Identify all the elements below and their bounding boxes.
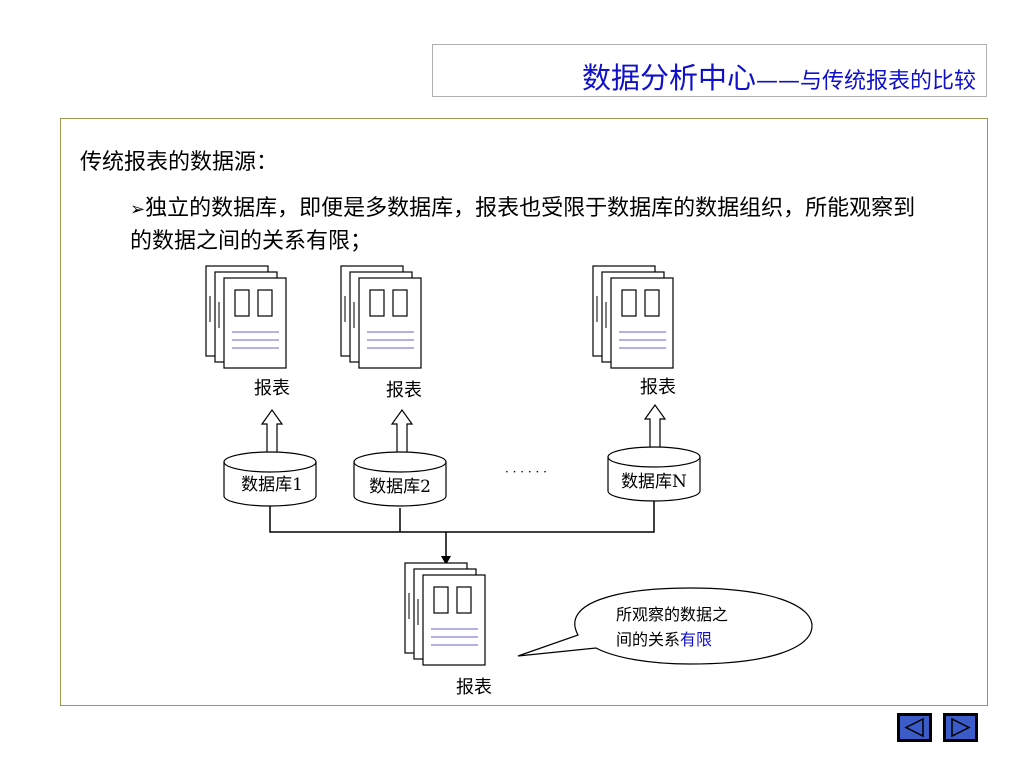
callout-highlight: 有限 bbox=[680, 630, 712, 649]
up-arrow-icon bbox=[261, 409, 283, 455]
database-label-1: 数据库1 bbox=[241, 475, 303, 495]
bullet-arrow-icon: ➢ bbox=[130, 199, 146, 220]
report-label-bottom: 报表 bbox=[456, 677, 492, 698]
ellipsis: · · · · · · bbox=[505, 465, 547, 479]
up-arrow-icon bbox=[391, 409, 413, 455]
callout-bubble: 所观察的数据之 间的关系有限 bbox=[517, 587, 813, 665]
section-heading: 传统报表的数据源： bbox=[80, 150, 279, 175]
connector-line bbox=[269, 501, 655, 533]
database-label-n: 数据库N bbox=[621, 472, 687, 492]
database-label-2: 数据库2 bbox=[369, 477, 431, 497]
report-doc-n bbox=[592, 265, 674, 369]
up-arrow-icon bbox=[644, 404, 666, 450]
bullet-point: ➢独立的数据库，即便是多数据库，报表也受限于数据库的数据组织，所能观察到的数据之… bbox=[130, 193, 930, 258]
report-label-2: 报表 bbox=[386, 380, 422, 401]
title-main: 数据分析中心 bbox=[581, 61, 756, 95]
callout-text-line1: 所观察的数据之 bbox=[616, 605, 728, 624]
report-doc-1 bbox=[205, 265, 287, 369]
callout-text-line2: 间的关系有限 bbox=[616, 630, 712, 649]
bullet-text: 独立的数据库，即便是多数据库，报表也受限于数据库的数据组织，所能观察到的数据之间… bbox=[130, 196, 916, 254]
next-slide-button[interactable] bbox=[943, 713, 978, 742]
report-doc-bottom bbox=[404, 562, 486, 666]
title-sub: ——与传统报表的比较 bbox=[755, 69, 976, 94]
report-label-n: 报表 bbox=[640, 377, 676, 398]
slide-title: 数据分析中心——与传统报表的比较 bbox=[582, 55, 976, 97]
callout-text-prefix: 间的关系 bbox=[616, 630, 680, 649]
report-label-1: 报表 bbox=[254, 378, 290, 399]
prev-slide-button[interactable] bbox=[897, 713, 932, 742]
report-doc-2 bbox=[340, 265, 422, 369]
triangle-right-icon bbox=[946, 716, 975, 739]
slide-title-box: 数据分析中心——与传统报表的比较 bbox=[432, 44, 987, 97]
down-arrow-icon bbox=[441, 556, 451, 565]
content-frame bbox=[60, 118, 988, 706]
triangle-left-icon bbox=[900, 716, 929, 739]
